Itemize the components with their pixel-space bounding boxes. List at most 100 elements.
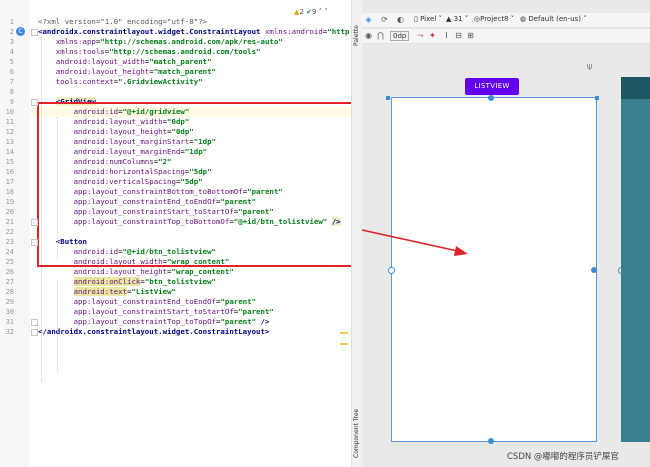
line-number: 1 — [9, 18, 14, 26]
bottom-constraint-handle[interactable] — [488, 438, 494, 444]
code-token: /> — [331, 217, 341, 226]
project-label: Project8 — [480, 15, 509, 23]
code-line[interactable]: android:layout_marginStart="1dp" — [38, 137, 216, 147]
code-line[interactable]: android:layout_height="0dp" — [38, 127, 194, 137]
code-token: = — [233, 307, 239, 316]
eye-icon[interactable]: ◉ — [365, 31, 372, 40]
code-line[interactable]: app:layout_constraintBottom_toBottomOf="… — [38, 187, 283, 197]
code-line[interactable]: xmlns:tools="http://schemas.android.com/… — [38, 47, 261, 57]
locale-selector[interactable]: ◍ Default (en-us) ˅ — [520, 15, 587, 23]
line-number: 26 — [5, 268, 14, 276]
code-line[interactable]: android:layout_width="wrap_content" — [38, 257, 230, 267]
line-number: 4 — [9, 48, 14, 56]
fold-marker[interactable] — [31, 319, 38, 326]
code-token: = — [162, 257, 168, 266]
line-number: 12 — [5, 128, 14, 136]
clear-constraints-icon[interactable]: ⤳ — [417, 31, 424, 40]
guidelines-icon[interactable]: I — [445, 31, 448, 40]
code-line[interactable]: android:layout_width="0dp" — [38, 117, 190, 127]
code-line[interactable]: android:layout_width="match_parent" — [38, 57, 212, 67]
orientation-icon[interactable]: ⟳ — [381, 15, 388, 24]
line-number: 21 — [5, 218, 14, 226]
right-constraint-handle[interactable] — [591, 267, 597, 273]
code-token: xmlns:android — [264, 27, 323, 36]
code-token: android:layout_width — [38, 57, 145, 66]
default-margin-selector[interactable]: 0dp — [390, 31, 410, 41]
pin-icon[interactable]: ⍦ — [587, 62, 593, 72]
xml-code-editor[interactable]: <?xml version="1.0" encoding="utf-8"?><a… — [0, 0, 363, 467]
line-number: 10 — [5, 108, 14, 116]
api-label: 31 — [453, 15, 463, 23]
code-line[interactable]: android:layout_height="match_parent" — [38, 67, 216, 77]
code-token: "parent" — [220, 297, 257, 306]
chevron-up-icon[interactable]: ˄ — [318, 8, 323, 16]
code-line[interactable]: android:horizontalSpacing="5dp" — [38, 167, 212, 177]
code-line[interactable]: app:layout_constraintStart_toStartOf="pa… — [38, 307, 274, 317]
device-selector[interactable]: ▯ Pixel ˅ — [414, 15, 443, 23]
code-line[interactable]: android:id="@+id/btn_tolistview" — [38, 247, 216, 257]
code-token: /> — [260, 317, 270, 326]
code-line[interactable]: <GridView — [38, 97, 96, 107]
code-line[interactable]: app:layout_constraintEnd_toEndOf="parent… — [38, 297, 256, 307]
code-token: android:layout_width — [38, 117, 163, 126]
fold-marker[interactable] — [31, 239, 38, 246]
code-line[interactable]: <Button — [38, 237, 87, 247]
line-number: 6 — [9, 68, 14, 76]
code-line[interactable]: app:layout_constraintTop_toBottomOf="@+i… — [38, 217, 341, 227]
line-number: 5 — [9, 58, 14, 66]
api-selector[interactable]: ▲ 31 ˅ — [446, 15, 469, 23]
fold-marker[interactable] — [31, 99, 38, 106]
theme-selector[interactable]: ◎Project8 ˅ — [474, 15, 515, 23]
line-number: 7 — [9, 78, 14, 86]
corner-handle[interactable] — [595, 96, 599, 100]
code-line[interactable]: xmlns:app="http://schemas.android.com/ap… — [38, 37, 283, 47]
code-token: = — [144, 57, 150, 66]
code-line[interactable]: </androidx.constraintlayout.widget.Const… — [38, 327, 269, 337]
line-number: 31 — [5, 318, 14, 326]
line-number: 11 — [5, 118, 14, 126]
pack-icon[interactable]: ⊞ — [467, 31, 474, 40]
infer-constraints-icon[interactable]: ✦ — [429, 31, 436, 40]
code-token: = — [113, 77, 119, 86]
night-mode-icon[interactable]: ◐ — [397, 15, 404, 24]
inspection-status[interactable]: ▲2 ✔9 ˄ ˅ — [294, 8, 328, 16]
left-constraint-handle[interactable] — [388, 267, 395, 274]
chevron-down-icon[interactable]: ˅ — [324, 8, 328, 16]
code-token: android:layout_marginStart — [38, 137, 190, 146]
code-line[interactable]: <?xml version="1.0" encoding="utf-8"?> — [38, 17, 207, 27]
top-constraint-handle[interactable] — [488, 95, 494, 101]
code-line[interactable]: tools:context=".GridviewActivity" — [38, 77, 203, 87]
code-line[interactable]: android:numColumns="2" — [38, 157, 172, 167]
fold-marker[interactable] — [31, 29, 38, 36]
warning-icon: ▲ — [294, 8, 300, 16]
fold-marker[interactable] — [31, 219, 38, 226]
code-token: "parent" — [238, 207, 274, 216]
magnet-icon[interactable]: ⋂ — [377, 31, 384, 40]
code-line[interactable]: android:verticalSpacing="5dp" — [38, 177, 203, 187]
listview-button-preview[interactable]: LISTVIEW — [465, 78, 519, 95]
line-gutter — [0, 0, 30, 467]
code-line[interactable]: android:layout_marginEnd="1dp" — [38, 147, 208, 157]
code-line[interactable]: app:layout_constraintTop_toTopOf="parent… — [38, 317, 270, 327]
code-line[interactable]: app:layout_constraintStart_toStartOf="pa… — [38, 207, 274, 217]
indent-guide — [57, 281, 58, 373]
code-line[interactable]: android:text="ListView" — [38, 287, 176, 297]
code-token: "1dp" — [184, 147, 208, 156]
code-token: android:layout_width — [38, 257, 163, 266]
fold-marker[interactable] — [31, 329, 38, 336]
line-number: 20 — [5, 208, 14, 216]
code-line[interactable]: <androidx.constraintlayout.widget.Constr… — [38, 27, 363, 37]
code-line[interactable]: android:layout_height="wrap_content" — [38, 267, 234, 277]
code-token: "parent" — [238, 307, 274, 316]
code-token: android:layout_height — [38, 67, 150, 76]
line-number: 18 — [5, 188, 14, 196]
code-line[interactable]: android:onClick="btn_tolistview" — [38, 277, 216, 287]
check-icon: ✔ — [306, 8, 312, 16]
code-line[interactable]: android:id="@+id/gridview" — [38, 107, 190, 117]
layers-icon[interactable]: ◈ — [365, 15, 372, 24]
device-preview-blueprint[interactable] — [391, 97, 597, 442]
line-number: 3 — [9, 38, 14, 46]
code-line[interactable]: app:layout_constraintEnd_toEndOf="parent… — [38, 197, 256, 207]
corner-handle[interactable] — [386, 96, 390, 100]
align-icon[interactable]: ⊟ — [455, 31, 462, 40]
